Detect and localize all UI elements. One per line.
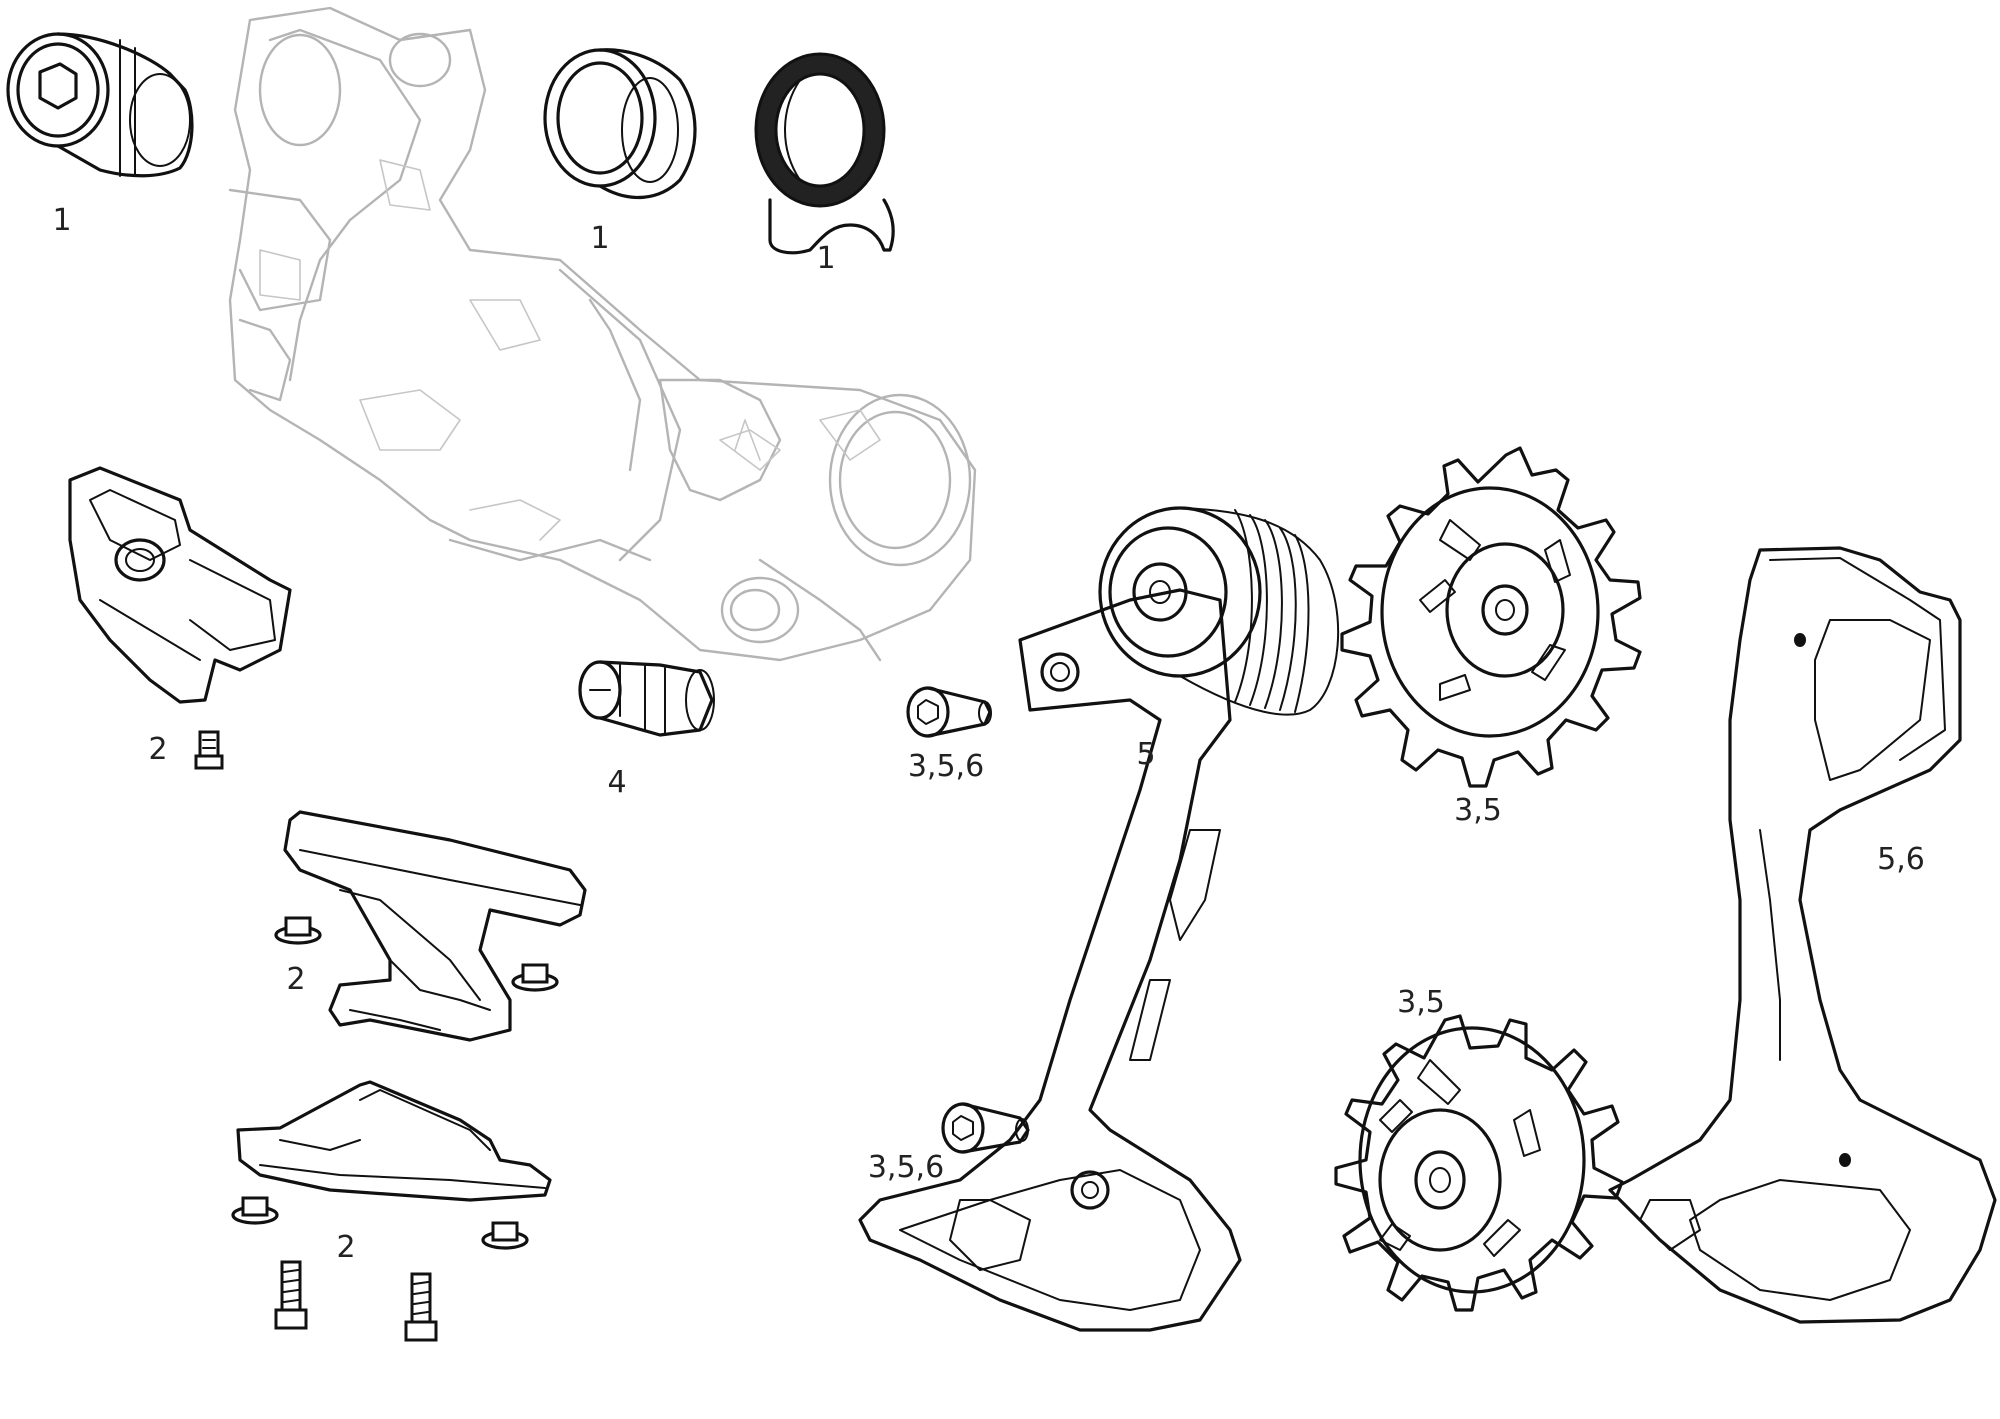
callout-cage-bolt-upper: 3,5,6 (908, 749, 984, 784)
skid-plate-upper-part (283, 810, 587, 1042)
skid-bolt-right (404, 1272, 438, 1342)
seal-part (754, 52, 895, 255)
outer-cage-plate-part (1608, 546, 1997, 1324)
callout-outer-cage-plate: 5,6 (1877, 842, 1925, 877)
knuckle-guard-part (68, 466, 292, 704)
cage-assembly-part (858, 506, 1340, 1332)
lower-pulley-part (1334, 1014, 1624, 1312)
derailleur-body-ghost (228, 6, 977, 662)
skid-bolt-left (274, 1260, 308, 1330)
skid-upper-screw-left (274, 916, 322, 945)
skid-lower-screw-left (231, 1196, 279, 1225)
b-adjust-pin-part (578, 660, 715, 737)
callout-lower-pulley: 3,5 (1397, 985, 1445, 1020)
cage-bolt-lower-part (941, 1102, 1030, 1154)
guard-screw-part (194, 730, 224, 770)
callout-knuckle-guard: 2 (148, 732, 167, 767)
skid-plate-lower-part (236, 1080, 552, 1202)
bushing-part (543, 48, 697, 200)
callout-cage-assembly: 5 (1136, 737, 1155, 772)
callout-bushing-top: 1 (590, 221, 609, 256)
pivot-bolt-part (6, 32, 194, 178)
callout-cage-bolt-lower: 3,5,6 (868, 1150, 944, 1185)
callout-skid-plate-lower: 2 (336, 1230, 355, 1265)
callout-upper-pulley: 3,5 (1454, 793, 1502, 828)
callout-seal-top: 1 (816, 241, 835, 276)
callout-bolt-top-left: 1 (52, 203, 71, 238)
callout-b-adjust-pin: 4 (607, 765, 626, 800)
skid-upper-screw-right (511, 963, 559, 992)
callout-skid-plate-upper: 2 (286, 962, 305, 997)
upper-pulley-part (1340, 446, 1642, 788)
skid-lower-screw-right (481, 1221, 529, 1250)
cage-bolt-upper-part (906, 686, 992, 738)
